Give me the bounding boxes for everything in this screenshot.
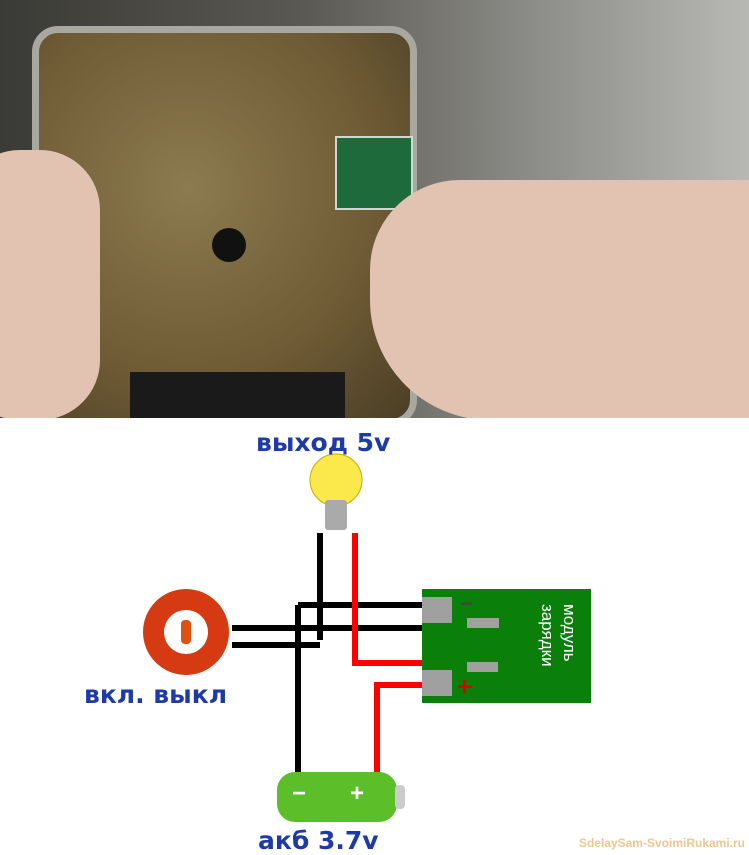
minus-sign: − [460,591,473,616]
right-hand [370,180,749,418]
pad [467,662,498,672]
power-switch-icon [143,589,229,675]
battery-plus: + [350,780,365,807]
battery-minus: − [292,780,307,807]
watermark: SdelaySam-SvoimiRukami.ru [578,836,745,850]
switch-hole [212,228,246,262]
pad [422,597,452,623]
charging-module: − + [422,589,591,703]
photo-tin-box-assembly [0,0,749,418]
battery-label: акб 3.7v [258,826,379,855]
module-label: модуль зарядки [538,604,579,667]
plus-sign: + [457,671,473,701]
black-wire [232,533,470,790]
switch-label: вкл. выкл [84,680,228,709]
output-label: выход 5v [256,428,391,457]
pad [467,618,499,628]
black-wires [232,533,470,790]
charging-module-photo [335,136,413,210]
left-hand [0,150,100,418]
battery-icon [277,772,405,822]
pad [422,670,452,696]
bulb-icon [309,453,363,530]
battery-photo [130,372,345,418]
